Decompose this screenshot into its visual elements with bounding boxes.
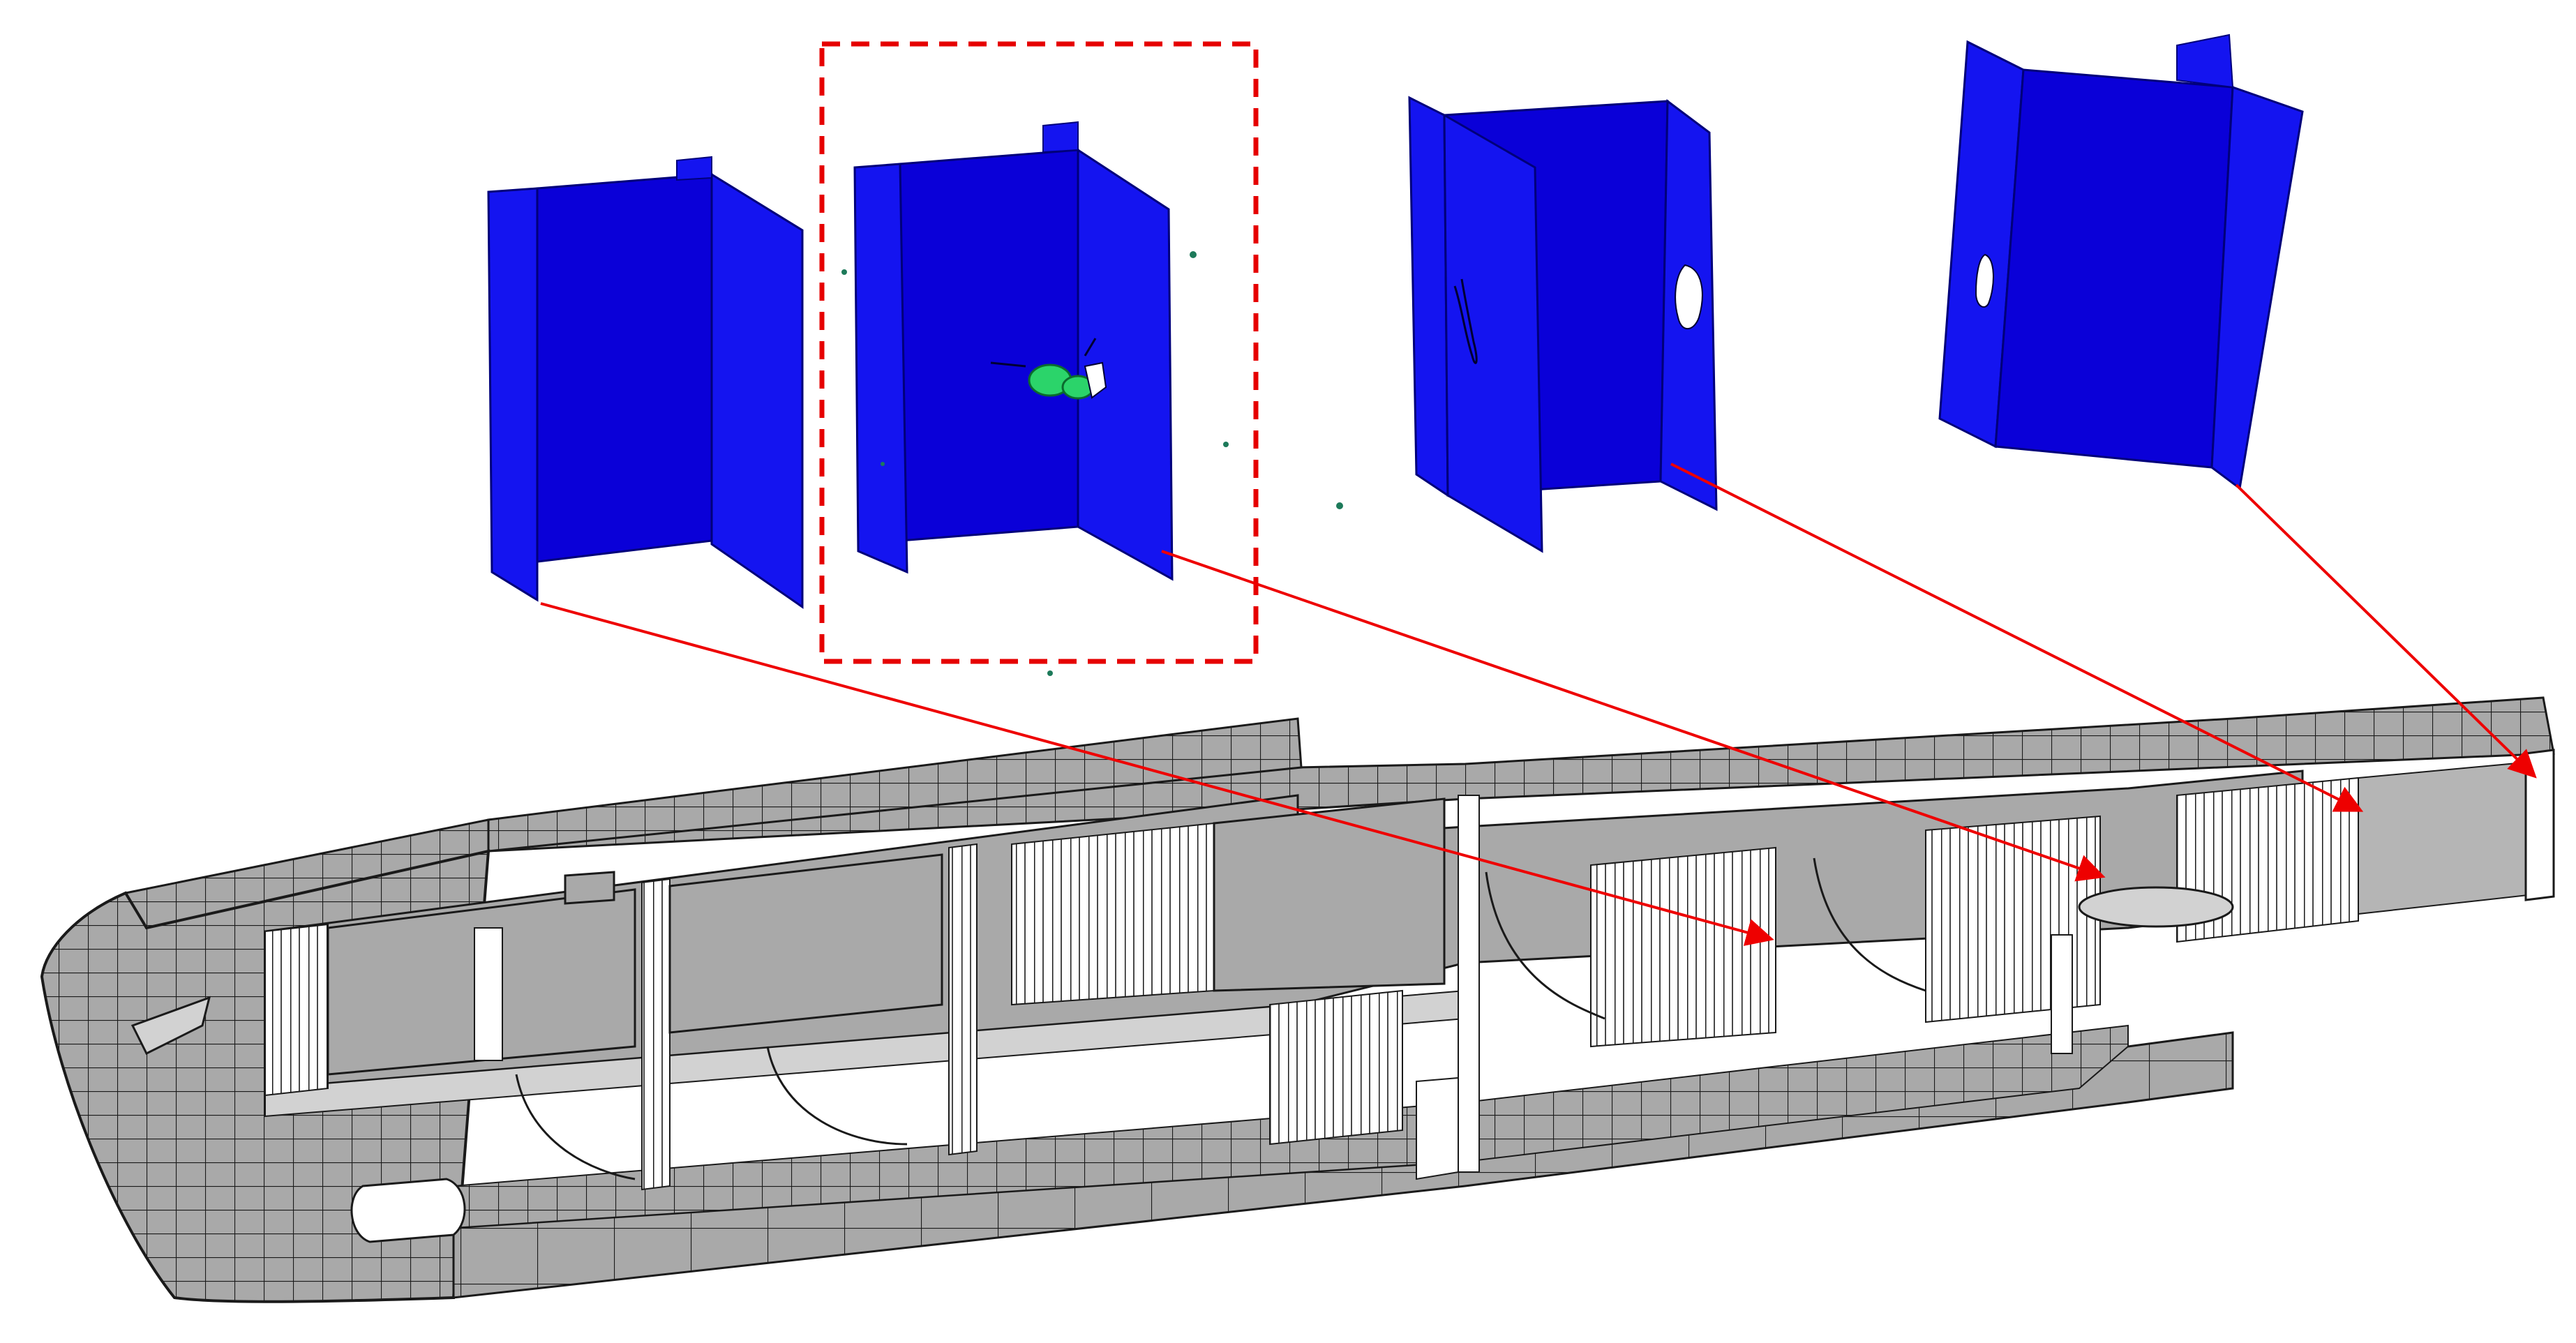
damage-crack	[1084, 338, 1097, 357]
hull-bulkhead-2	[1925, 815, 2101, 1023]
hull-pillar	[2051, 934, 2073, 1054]
panel-left-flange	[1408, 96, 1449, 497]
bulkhead-4-panel	[1938, 33, 2304, 490]
arrow-bulkhead-1	[540, 602, 1774, 946]
hull-side-panel	[1213, 797, 1446, 992]
panel-right-flange	[1077, 148, 1174, 581]
panel-left-flange	[853, 163, 908, 574]
debris	[1336, 502, 1343, 509]
bulkhead-3-panel	[1408, 96, 1718, 553]
hull-bow-thruster	[350, 1178, 466, 1243]
ship-hull-model	[40, 696, 2555, 1303]
hull-pillar	[474, 927, 503, 1061]
panel-top-right	[2176, 33, 2234, 89]
hull-transverse-bulkhead	[948, 843, 978, 1156]
bulkhead-1-panel	[487, 156, 804, 609]
connector-arrows	[540, 463, 2537, 946]
panel-left-flange	[487, 187, 539, 602]
hull-bow-opening	[130, 996, 211, 1056]
panel-top-right	[1042, 121, 1079, 153]
hull-pillar	[1458, 795, 1480, 1173]
damage-crack	[990, 361, 1026, 368]
hull-deck-fitting	[564, 871, 615, 905]
hull-bulkhead-1	[1590, 846, 1776, 1048]
panel-top-right	[676, 156, 712, 181]
panel-front	[899, 149, 1079, 542]
hull-transverse-bulkhead	[1269, 989, 1403, 1146]
damage-crack	[1453, 278, 1478, 364]
hull-frame	[515, 1074, 636, 1180]
hull-transverse-bulkhead	[641, 878, 671, 1191]
hull-deck-house	[487, 717, 1303, 853]
panel-front	[1994, 68, 2234, 469]
hull-stern-plate	[2524, 749, 2555, 901]
panel-front	[536, 173, 713, 563]
hull-gap	[1416, 1076, 1459, 1180]
damage-hole	[1675, 264, 1703, 330]
debris	[1190, 251, 1197, 258]
hull-hatch	[2078, 886, 2234, 928]
hull-transverse-bulkhead	[1011, 822, 1215, 1006]
hull-bulkhead-4	[2358, 759, 2547, 915]
arrow-bulkhead-3	[1670, 463, 2364, 812]
highlight-box	[819, 41, 1259, 664]
hull-frame	[1485, 871, 1605, 1020]
arrow-bulkhead-4	[2235, 483, 2537, 779]
debris	[841, 269, 847, 275]
debris	[1047, 670, 1053, 676]
debris	[1223, 442, 1229, 447]
debris	[881, 462, 885, 466]
panel-left-side	[1443, 113, 1543, 553]
damage-hole	[1084, 361, 1107, 399]
panel-right-flange	[710, 172, 804, 609]
hull-frame	[766, 1046, 908, 1146]
hull-side-panel	[668, 853, 943, 1034]
bulkhead-2-panel	[841, 121, 1343, 581]
damage-hole	[1975, 253, 1994, 308]
arrow-bulkhead-2	[1161, 550, 2106, 882]
hull-transverse-bulkhead	[264, 923, 329, 1097]
hull-frame	[1813, 857, 1926, 992]
